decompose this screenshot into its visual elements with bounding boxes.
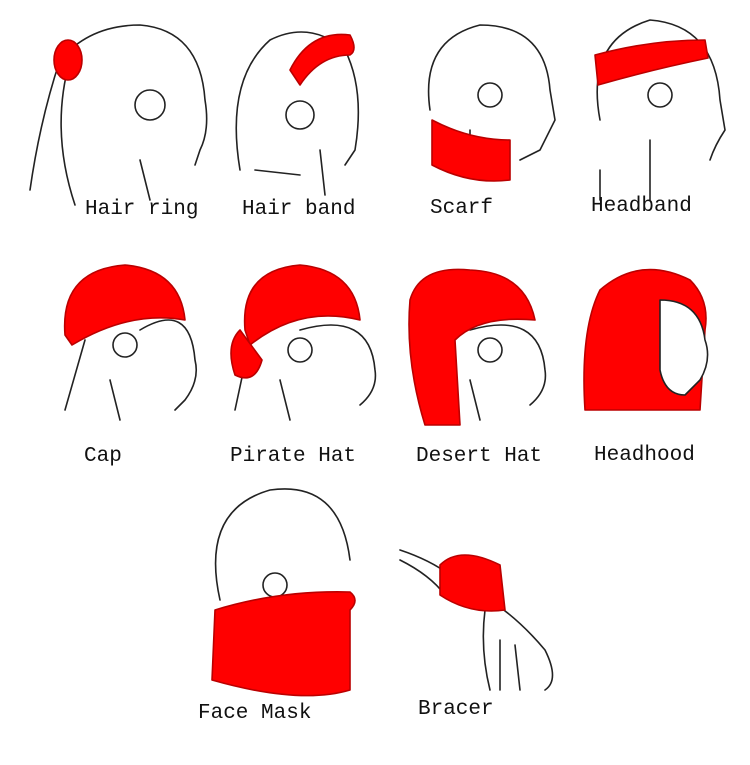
bracer-illustration (399, 549, 554, 691)
hair-ring-illustration (29, 24, 208, 206)
headband-illustration (594, 19, 726, 201)
hair-band-illustration (235, 31, 360, 196)
label-scarf: Scarf (430, 197, 494, 220)
face-mask-illustration (211, 488, 356, 697)
label-pirate-hat: Pirate Hat (230, 445, 357, 468)
label-hair-ring: Hair ring (85, 198, 199, 221)
pirate-hat-illustration (230, 264, 377, 421)
label-cap: Cap (84, 445, 122, 468)
label-desert-hat: Desert Hat (416, 445, 543, 468)
scarf-illustration (427, 24, 556, 182)
label-face-mask: Face Mask (198, 702, 312, 725)
label-hair-band: Hair band (242, 198, 356, 221)
cap-illustration (63, 264, 198, 421)
label-headband: Headband (591, 195, 692, 218)
label-headhood: Headhood (594, 444, 695, 467)
label-bracer: Bracer (418, 698, 494, 721)
desert-hat-illustration (408, 268, 547, 426)
headhood-illustration (583, 268, 709, 411)
